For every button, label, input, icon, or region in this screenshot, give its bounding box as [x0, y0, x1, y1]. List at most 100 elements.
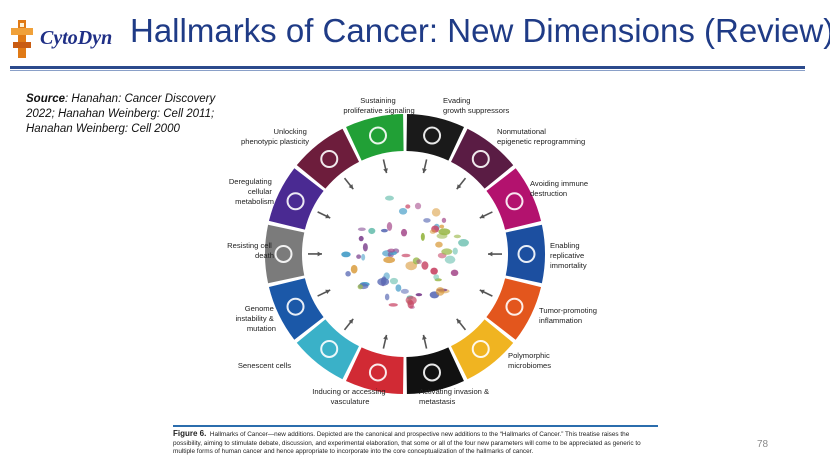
figure-caption: Figure 6. Hallmarks of Cancer—new additi… [173, 425, 658, 470]
label-genome: Genome instability & mutation [235, 304, 276, 333]
label-resisting-1: Resisting cell [227, 241, 272, 250]
label-nonmutational-1: Nonmutational [497, 127, 546, 136]
tumor-cell [395, 284, 401, 291]
hallmarks-wheel-diagram: Sustaining proliferative signaling Evadi… [175, 92, 645, 414]
tumor-cell [445, 256, 456, 264]
cytodyn-logo: CytoDyn [8, 18, 118, 60]
tumor-cell [401, 254, 410, 258]
tumor-cell [406, 296, 417, 305]
label-polymorphic: Polymorphic microbiomes [508, 351, 552, 370]
tumor-cell [453, 248, 458, 255]
tumor-cell [433, 274, 439, 279]
label-deregulating: Deregulating cellular metabolism [229, 177, 274, 206]
tumor-cell [405, 204, 410, 208]
tumor-cell [401, 289, 409, 294]
tumor-cell [390, 278, 398, 284]
logo-text: CytoDyn [40, 27, 112, 50]
tumor-cell [358, 227, 366, 231]
label-deregulating-1: Deregulating [229, 177, 272, 186]
label-tumor-1: Tumor-promoting [539, 306, 597, 315]
label-enabling-3: immortality [550, 261, 587, 270]
tumor-cell [432, 208, 441, 216]
label-activating: Activating invasion & metastasis [419, 387, 491, 406]
inward-arrowhead [488, 252, 492, 257]
tumor-cell [401, 229, 407, 237]
tumor-cell [399, 208, 407, 215]
label-nonmutational-2: epigenetic reprogramming [497, 137, 585, 146]
label-genome-3: mutation [247, 324, 276, 333]
tumor-cell [351, 265, 358, 274]
label-resisting-2: death [255, 251, 274, 260]
tumor-cell [437, 233, 448, 239]
label-unlocking-2: phenotypic plasticity [241, 137, 309, 146]
tumor-cell [368, 228, 375, 234]
tumor-cell [430, 268, 437, 275]
tumor-cell [363, 243, 368, 251]
tumor-cell [442, 218, 446, 223]
label-activating-2: metastasis [419, 397, 455, 406]
label-inducing-1: Inducing or accessing [312, 387, 385, 396]
label-senescent-1: Senescent cells [238, 361, 291, 370]
tumor-cell [361, 254, 365, 261]
label-unlocking-1: Unlocking [274, 127, 307, 136]
label-enabling-2: replicative [550, 251, 584, 260]
label-resisting: Resisting cell death [227, 241, 274, 260]
tumor-cell [451, 270, 459, 276]
title-divider [10, 66, 805, 69]
tumor-cell [415, 203, 421, 210]
tumor-cell [435, 242, 443, 248]
label-tumor-2: inflammation [539, 316, 582, 325]
label-sustaining-1: Sustaining [360, 96, 395, 105]
label-polymorphic-2: microbiomes [508, 361, 551, 370]
label-inducing: Inducing or accessing vasculature [312, 387, 388, 406]
tumor-cell [387, 249, 395, 253]
label-enabling-1: Enabling [550, 241, 580, 250]
tumor-cell [430, 229, 436, 233]
tumor-cell [341, 252, 350, 258]
label-genome-2: instability & [235, 314, 273, 323]
tumor-cell [423, 218, 431, 223]
label-sustaining-2: proliferative signaling [343, 106, 414, 115]
hallmark-segment [506, 225, 545, 283]
tumor-cell [345, 271, 351, 277]
label-nonmutational: Nonmutational epigenetic reprogramming [497, 127, 585, 146]
tumor-cell [358, 284, 363, 289]
tumor-cell [458, 239, 469, 246]
label-enabling: Enabling replicative immortality [550, 241, 587, 270]
tumor-cell [436, 287, 445, 296]
label-evading-2: growth suppressors [443, 106, 509, 115]
figure-caption-text: Hallmarks of Cancer—new additions. Depic… [173, 431, 641, 455]
tumor-cell [441, 248, 452, 255]
label-evading: Evading growth suppressors [443, 96, 509, 115]
tumor-cell [359, 236, 364, 241]
label-avoiding-2: destruction [530, 189, 567, 198]
tumor-cell [421, 233, 425, 241]
label-inducing-2: vasculature [331, 397, 370, 406]
label-sustaining: Sustaining proliferative signaling [343, 96, 414, 115]
label-genome-1: Genome [245, 304, 274, 313]
tumor-cell [381, 229, 388, 232]
tumor-cell [385, 196, 394, 201]
tumor-cell [356, 254, 361, 258]
tumor-cell [439, 225, 444, 229]
label-activating-1: Activating invasion & [419, 387, 489, 396]
title-divider-thin [10, 70, 805, 71]
label-senescent: Senescent cells [238, 361, 291, 370]
label-unlocking: Unlocking phenotypic plasticity [241, 127, 309, 146]
page-number: 78 [757, 439, 768, 450]
tumor-cell-cluster [341, 196, 469, 309]
source-label: Source [26, 93, 65, 105]
label-deregulating-2: cellular [248, 187, 273, 196]
label-avoiding-1: Avoiding immune [530, 179, 588, 188]
figure-label: Figure 6. [173, 429, 206, 438]
cytodyn-logo-icon [8, 18, 38, 60]
page-title: Hallmarks of Cancer: New Dimensions (Rev… [130, 12, 830, 50]
label-avoiding: Avoiding immune destruction [530, 179, 590, 198]
tumor-cell [389, 303, 398, 306]
tumor-cell [421, 261, 428, 270]
tumor-cell [383, 257, 395, 263]
inward-arrowhead [318, 252, 322, 257]
tumor-cell [385, 294, 390, 301]
tumor-cell [454, 235, 461, 239]
label-tumor: Tumor-promoting inflammation [539, 306, 599, 325]
